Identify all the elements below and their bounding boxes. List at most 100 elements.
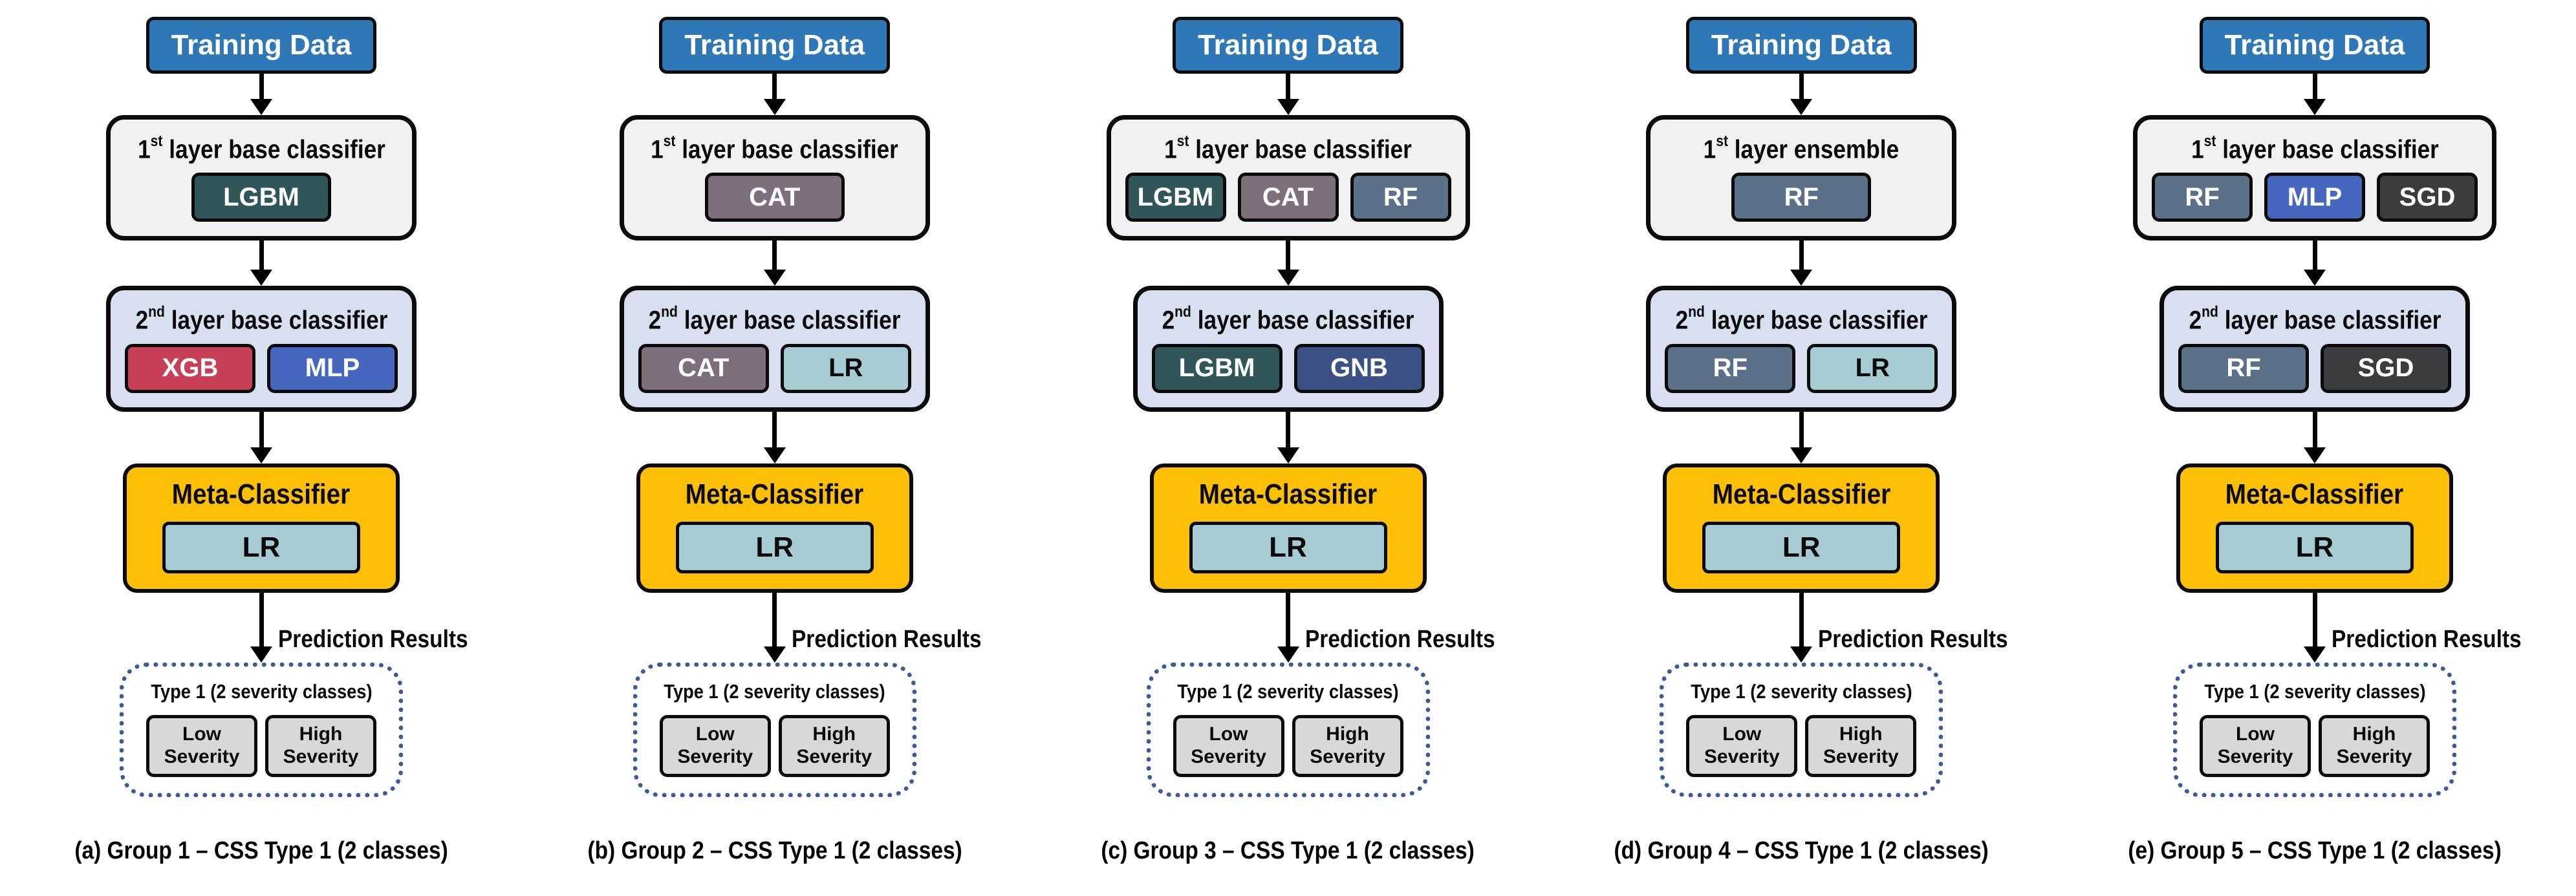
caption: (d) Group 4 – CSS Type 1 (2 classes): [1614, 837, 1989, 864]
layer2-title: 2nd layer base classifier: [1675, 303, 1928, 335]
severity-row: Low Severity High Severity: [2200, 714, 2430, 777]
severity-chip-high: High Severity: [265, 714, 376, 777]
layer1-chip-row: LGBM: [125, 173, 398, 222]
meta-classifier-title: Meta-Classifier: [1712, 478, 1890, 510]
classifier-chip-rf: RF: [1665, 343, 1796, 393]
classifier-chip-rf: RF: [2152, 173, 2253, 222]
training-data-label: Training Data: [684, 29, 865, 61]
output-title: Type 1 (2 severity classes): [150, 679, 373, 703]
group-column-d: Training Data 1st layer ensemble RF 2nd …: [1549, 17, 2053, 865]
layer2-chip-row: CAT LR: [638, 343, 911, 393]
classifier-chip-sgd: SGD: [2377, 173, 2478, 222]
prediction-arrow-row: Prediction Results: [2062, 592, 2567, 663]
severity-row: Low Severity High Severity: [146, 714, 376, 777]
caption: (e) Group 5 – CSS Type 1 (2 classes): [2128, 837, 2502, 864]
classifier-chip-gnb: GNB: [1293, 343, 1425, 393]
layer1-title: 1st layer base classifier: [651, 133, 899, 164]
prediction-arrow: [1790, 592, 1813, 663]
flow-arrow: [2304, 74, 2326, 115]
meta-classifier-title: Meta-Classifier: [686, 478, 864, 510]
severity-chip-high: High Severity: [2319, 714, 2430, 777]
flow-arrow: [250, 74, 272, 115]
prediction-results-label: Prediction Results: [278, 625, 468, 653]
flow-arrow: [2304, 240, 2326, 286]
classifier-chip-lr: LR: [1702, 521, 1901, 573]
severity-chip-low: Low Severity: [1686, 714, 1798, 777]
layer1-title: 1st layer base classifier: [2191, 133, 2439, 164]
layer2-box: 2nd layer base classifier CAT LR: [619, 286, 930, 412]
classifier-chip-cat: CAT: [638, 343, 769, 393]
flow-arrow: [1277, 411, 1299, 464]
meta-classifier-title: Meta-Classifier: [172, 478, 351, 510]
flow-arrow: [250, 411, 272, 464]
output-class-box: Type 1 (2 severity classes) Low Severity…: [633, 662, 916, 797]
layer1-title: 1st layer base classifier: [1164, 133, 1412, 164]
classifier-chip-lgbm: LGBM: [1151, 343, 1283, 393]
meta-classifier-box: Meta-Classifier LR: [636, 463, 913, 593]
caption: (a) Group 1 – CSS Type 1 (2 classes): [74, 837, 448, 864]
group-column-c: Training Data 1st layer base classifier …: [1036, 17, 1541, 865]
severity-chip-high: High Severity: [1292, 714, 1403, 777]
flow-arrow: [1790, 74, 1813, 115]
layer1-chip-row: LGBM CAT RF: [1125, 173, 1451, 222]
group-column-b: Training Data 1st layer base classifier …: [523, 17, 1027, 865]
prediction-arrow: [1277, 592, 1299, 663]
classifier-chip-xgb: XGB: [125, 343, 255, 393]
group-column-e: Training Data 1st layer base classifier …: [2062, 17, 2567, 865]
layer2-title: 2nd layer base classifier: [648, 303, 901, 335]
classifier-chip-mlp: MLP: [2264, 173, 2365, 222]
classifier-chip-lgbm: LGBM: [191, 173, 331, 222]
severity-chip-low: Low Severity: [659, 714, 771, 777]
classifier-chip-lgbm: LGBM: [1125, 173, 1226, 222]
meta-classifier-title: Meta-Classifier: [1198, 478, 1378, 510]
prediction-results-label: Prediction Results: [791, 625, 982, 653]
flow-arrow: [1277, 240, 1299, 286]
severity-chip-high: High Severity: [778, 714, 890, 777]
meta-classifier-box: Meta-Classifier LR: [1149, 463, 1427, 593]
caption: (c) Group 3 – CSS Type 1 (2 classes): [1101, 837, 1475, 864]
meta-classifier-box: Meta-Classifier LR: [1663, 463, 1940, 593]
prediction-arrow: [2304, 592, 2326, 663]
classifier-chip-lr: LR: [1189, 521, 1387, 573]
layer2-box: 2nd layer base classifier XGB MLP: [106, 286, 417, 412]
flow-arrow: [1790, 240, 1813, 286]
layer1-title: 1st layer ensemble: [1703, 133, 1900, 164]
output-class-box: Type 1 (2 severity classes) Low Severity…: [1146, 662, 1430, 797]
severity-chip-low: Low Severity: [146, 714, 257, 777]
prediction-results-label: Prediction Results: [2332, 625, 2522, 653]
classifier-chip-rf: RF: [1731, 173, 1872, 222]
output-class-box: Type 1 (2 severity classes) Low Severity…: [1660, 662, 1943, 797]
training-data-label: Training Data: [2224, 29, 2405, 61]
training-data-label: Training Data: [1198, 29, 1378, 61]
flow-arrow: [250, 240, 272, 286]
classifier-chip-sgd: SGD: [2321, 343, 2451, 393]
severity-row: Low Severity High Severity: [659, 714, 890, 777]
layer2-box: 2nd layer base classifier RF LR: [1646, 286, 1957, 412]
classifier-chip-lr: LR: [1807, 343, 1938, 393]
layer2-chip-row: XGB MLP: [125, 343, 398, 393]
layer2-title: 2nd layer base classifier: [1162, 303, 1414, 335]
meta-classifier-box: Meta-Classifier LR: [2176, 463, 2453, 593]
meta-classifier-box: Meta-Classifier LR: [123, 463, 400, 593]
prediction-results-label: Prediction Results: [1818, 625, 2008, 653]
meta-classifier-title: Meta-Classifier: [2225, 478, 2404, 510]
layer2-box: 2nd layer base classifier RF SGD: [2159, 286, 2470, 412]
severity-row: Low Severity High Severity: [1686, 714, 1917, 777]
training-data-box: Training Data: [1173, 17, 1403, 74]
training-data-label: Training Data: [1711, 29, 1892, 61]
prediction-arrow: [250, 592, 272, 663]
output-title: Type 1 (2 severity classes): [664, 679, 885, 703]
classifier-chip-cat: CAT: [1237, 173, 1339, 222]
prediction-arrow-row: Prediction Results: [523, 592, 1027, 663]
prediction-arrow-row: Prediction Results: [1036, 592, 1541, 663]
layer1-box: 1st layer base classifier CAT: [619, 115, 930, 241]
classifier-chip-mlp: MLP: [267, 343, 398, 393]
layer1-box: 1st layer base classifier LGBM CAT RF: [1106, 115, 1470, 241]
caption: (b) Group 2 – CSS Type 1 (2 classes): [587, 837, 962, 864]
prediction-arrow-row: Prediction Results: [9, 592, 514, 663]
layer2-title: 2nd layer base classifier: [2189, 303, 2441, 335]
flow-arrow: [1790, 411, 1813, 464]
flow-arrow: [763, 240, 786, 286]
severity-chip-high: High Severity: [1805, 714, 1917, 777]
